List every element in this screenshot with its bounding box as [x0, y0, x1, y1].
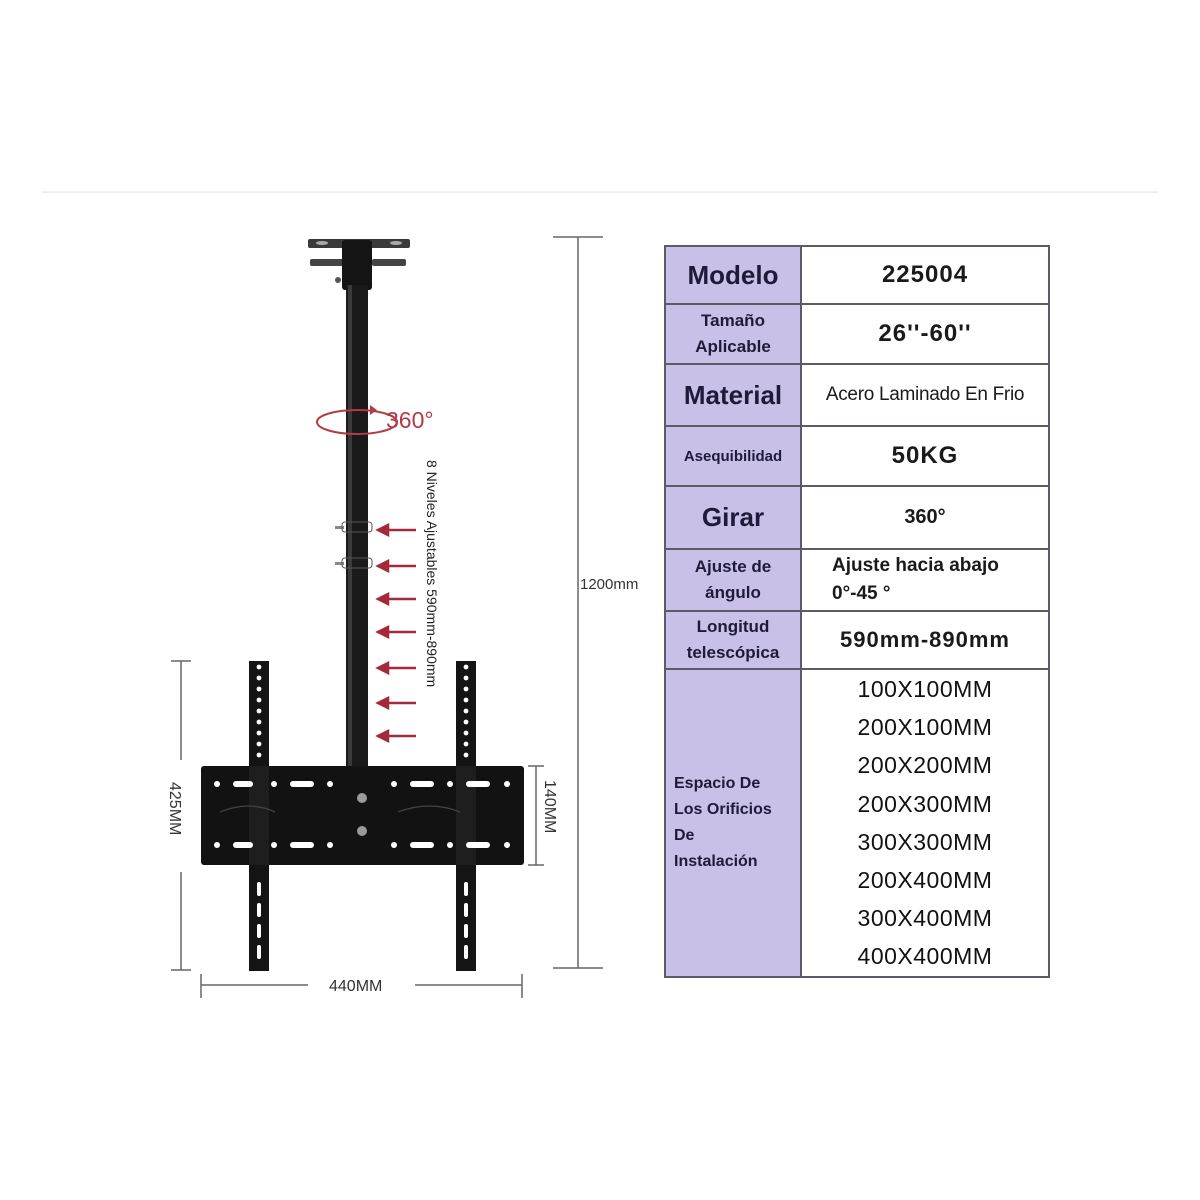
value-angle: Ajuste hacia abajo 0°-45 °	[800, 548, 1050, 612]
dimension-lines	[171, 236, 603, 998]
rotation-360-icon	[316, 405, 398, 435]
value-material: Acero Laminado En Frio	[800, 363, 1050, 427]
key-angle: Ajuste de ángulo	[664, 548, 802, 612]
list-item: 300X300MM	[857, 828, 993, 855]
key-size: Tamaño Aplicable	[664, 303, 802, 365]
value-size: 26''-60''	[800, 303, 1050, 365]
table-row-rotate: Girar 360°	[664, 485, 1050, 550]
list-item: 400X400MM	[857, 943, 993, 970]
ceiling-mount-diagram: 360° 8 Niveles Ajustables 590mm-890mm	[166, 236, 638, 998]
list-item: 200X100MM	[857, 714, 993, 741]
bracket-width-label: 440MM	[329, 978, 382, 995]
value-rotate: 360°	[800, 485, 1050, 550]
key-material: Material	[664, 363, 802, 427]
plate-height-label: 140MM	[541, 780, 558, 833]
table-row-model: Modelo 225004	[664, 245, 1050, 305]
table-row-material: Material Acero Laminado En Frio	[664, 363, 1050, 427]
list-item: 300X400MM	[857, 905, 993, 932]
value-model: 225004	[800, 245, 1050, 305]
adjust-arrows-icon	[375, 522, 416, 744]
key-hole-spacing: Espacio De Los Orificios De Instalación	[664, 668, 802, 978]
pole-pin-icons	[335, 521, 373, 569]
value-telescopic: 590mm-890mm	[800, 610, 1050, 670]
list-item: 200X300MM	[857, 790, 993, 817]
key-model: Modelo	[664, 245, 802, 305]
hole-spacing-list: 100X100MM 200X100MM 200X200MM 200X300MM …	[802, 670, 1048, 976]
bracket-height-label: 425MM	[166, 782, 183, 835]
key-capacity: Asequibilidad	[664, 425, 802, 487]
table-row-telescopic: Longitud telescópica 590mm-890mm	[664, 610, 1050, 670]
mount-plate	[201, 766, 524, 865]
ceiling-plate-icon	[308, 239, 410, 290]
key-telescopic: Longitud telescópica	[664, 610, 802, 670]
key-rotate: Girar	[664, 485, 802, 550]
list-item: 200X400MM	[857, 867, 993, 894]
spec-table: Modelo 225004 Tamaño Aplicable 26''-60''…	[664, 245, 1050, 978]
table-row-angle: Ajuste de ángulo Ajuste hacia abajo 0°-4…	[664, 548, 1050, 612]
value-hole-spacing: 100X100MM 200X100MM 200X200MM 200X300MM …	[800, 668, 1050, 978]
adjust-levels-label: 8 Niveles Ajustables 590mm-890mm	[424, 460, 440, 687]
list-item: 200X200MM	[857, 752, 993, 779]
table-row-hole-spacing: Espacio De Los Orificios De Instalación …	[664, 668, 1050, 978]
total-height-label: 1200mm	[580, 576, 638, 593]
value-capacity: 50KG	[800, 425, 1050, 487]
table-row-size: Tamaño Aplicable 26''-60''	[664, 303, 1050, 365]
list-item: 100X100MM	[857, 676, 993, 702]
top-divider-line	[42, 191, 1158, 193]
table-row-capacity: Asequibilidad 50KG	[664, 425, 1050, 487]
rotation-label: 360°	[386, 407, 434, 433]
